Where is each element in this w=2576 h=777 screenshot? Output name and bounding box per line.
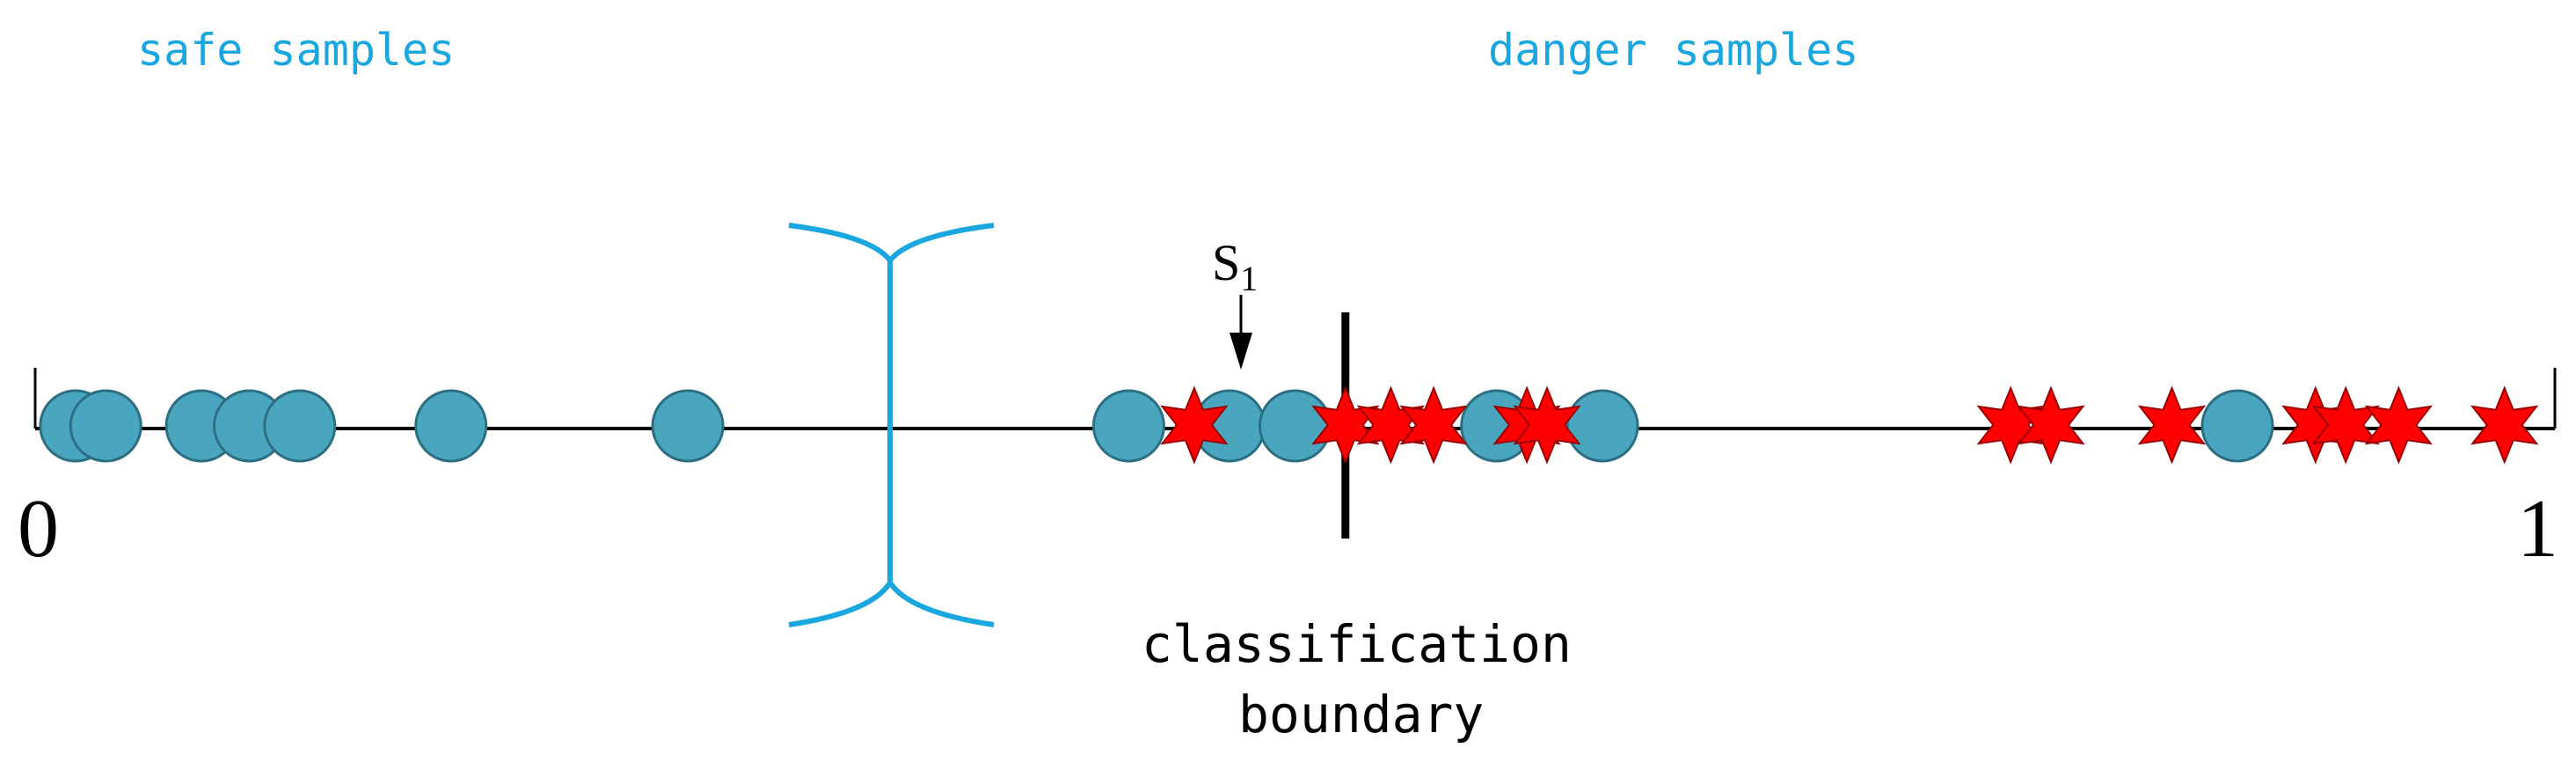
s1-pointer: S1	[1212, 234, 1258, 370]
circle-sample-6	[414, 389, 488, 463]
danger-star-samples	[1160, 385, 2539, 465]
danger-samples-label: danger samples	[1488, 25, 1858, 76]
safe-samples-label: safe samples	[137, 25, 455, 76]
circle-sample-7	[651, 389, 725, 463]
boundary-label-line2: boundary	[1238, 685, 1484, 744]
star-sample-4	[1399, 385, 1468, 465]
star-sample-2	[1311, 385, 1380, 465]
star-sample-6	[1513, 385, 1581, 465]
boundary-label-line1: classification	[1142, 614, 1572, 674]
safe-circle-samples	[39, 389, 2274, 463]
s1-label-subscript: 1	[1240, 259, 1258, 298]
circle-sample-2	[69, 389, 142, 463]
star-sample-5	[1492, 385, 1561, 465]
axis-start-label: 0	[18, 483, 59, 575]
star-sample-12	[2364, 385, 2434, 465]
circle-sample-5	[263, 389, 337, 463]
circle-sample-10	[1259, 389, 1332, 463]
star-sample-9	[2137, 385, 2207, 465]
star-sample-13	[2470, 385, 2539, 465]
star-sample-3	[1356, 385, 1426, 465]
circle-sample-12	[1565, 389, 1639, 463]
s1-label-main: S	[1212, 234, 1240, 291]
star-sample-8	[2017, 385, 2085, 465]
bracket-icon	[788, 223, 995, 627]
star-sample-11	[2311, 385, 2380, 465]
down-arrow-icon	[1230, 333, 1252, 370]
axis-end-label: 1	[2517, 483, 2558, 575]
star-sample-1	[1160, 385, 1229, 465]
s1-label: S1	[1212, 234, 1258, 298]
circle-sample-8	[1091, 389, 1165, 463]
circle-sample-13	[2200, 389, 2274, 463]
